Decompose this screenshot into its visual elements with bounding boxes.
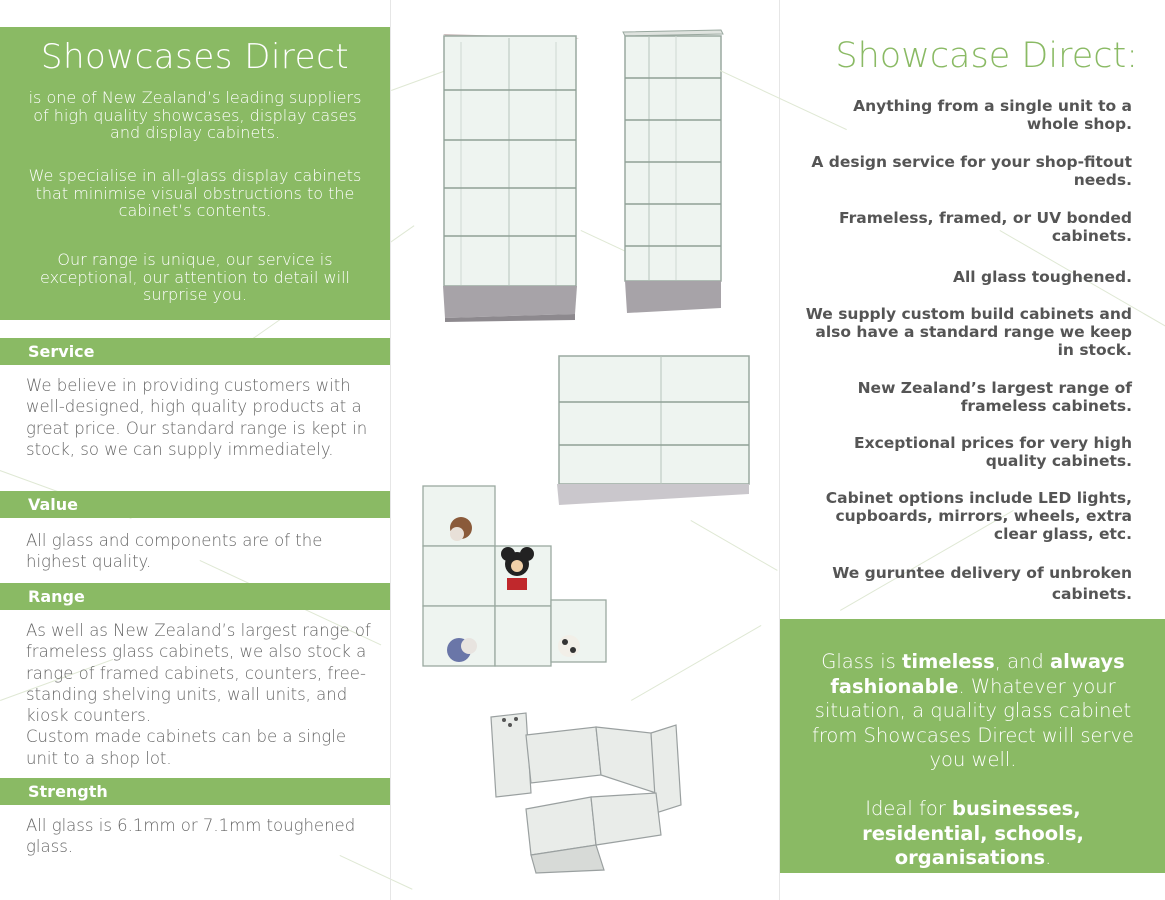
section-heading-value: Value bbox=[0, 491, 390, 518]
decor-line bbox=[631, 625, 762, 701]
feature-item: We supply custom build cabinets and also… bbox=[805, 305, 1132, 359]
decor-line bbox=[690, 520, 778, 571]
glass-callout-paragraph-1: Glass is timeless, and always fashionabl… bbox=[811, 650, 1135, 772]
feature-item: Anything from a single unit to a whole s… bbox=[853, 97, 1132, 133]
feature-item: New Zealand’s largest range of frameless… bbox=[857, 379, 1132, 415]
section-heading-service: Service bbox=[0, 338, 390, 365]
section-heading-strength: Strength bbox=[0, 778, 390, 805]
glass-callout-box: Glass is timeless, and always fashionabl… bbox=[780, 619, 1165, 873]
kiosk-counter-layout-image bbox=[490, 712, 682, 874]
feature-item: Exceptional prices for very high quality… bbox=[853, 434, 1132, 470]
glass-cube-display-image bbox=[422, 485, 607, 667]
range-text-1: As well as New Zealand’s largest range o… bbox=[26, 621, 371, 726]
feature-item: A design service for your shop-fitout ne… bbox=[811, 153, 1132, 189]
feature-item: We guruntee delivery of unbroken cabinet… bbox=[832, 564, 1132, 603]
intro-paragraph-2: We specialise in all-glass display cabin… bbox=[28, 166, 362, 220]
glass-counter-image bbox=[557, 355, 750, 505]
tall-glass-cabinet-image bbox=[443, 34, 579, 322]
section-heading-range: Range bbox=[0, 583, 390, 610]
intro-paragraph-3: Our range is unique, our service is exce… bbox=[40, 250, 350, 304]
section-text-strength: All glass is 6.1mm or 7.1mm toughened gl… bbox=[26, 816, 356, 857]
narrow-glass-cabinet-image bbox=[622, 29, 724, 313]
glass-callout-paragraph-2: Ideal for businesses, residential, schoo… bbox=[862, 797, 1084, 870]
intro-paragraph-1: is one of New Zealand’s leading supplier… bbox=[28, 88, 362, 142]
right-panel: Showcase Direct: Anything from a single … bbox=[719, 0, 1165, 900]
range-text-2: Custom made cabinets can be a single uni… bbox=[26, 727, 347, 768]
feature-item: All glass toughened. bbox=[953, 268, 1132, 286]
feature-item: Cabinet options include LED lights, cupb… bbox=[825, 489, 1132, 543]
feature-item: Frameless, framed, or UV bonded cabinets… bbox=[839, 209, 1132, 245]
left-panel: Showcases Direct is one of New Zealand’s… bbox=[0, 0, 415, 900]
section-text-value: All glass and components are of the high… bbox=[26, 531, 323, 572]
brand-title: Showcases Direct bbox=[40, 37, 350, 77]
section-text-range: As well as New Zealand’s largest range o… bbox=[26, 620, 371, 769]
features-title: Showcase Direct: bbox=[835, 36, 1138, 76]
intro-box: Showcases Direct is one of New Zealand’s… bbox=[0, 27, 390, 320]
section-text-service: We believe in providing customers with w… bbox=[26, 376, 368, 459]
product-images-panel bbox=[390, 0, 780, 900]
